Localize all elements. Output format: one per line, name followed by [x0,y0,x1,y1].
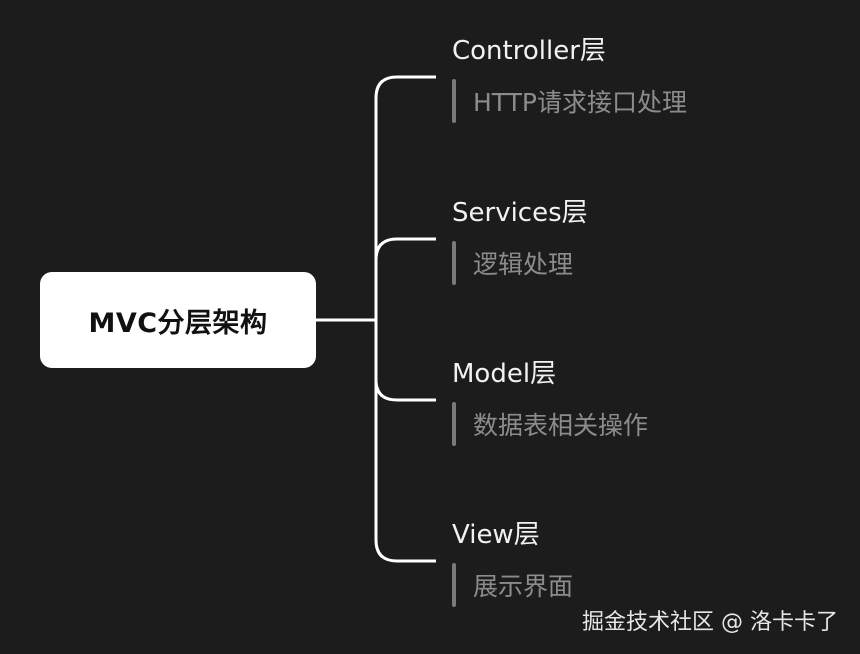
note-bar [452,79,456,123]
branch-connector-controller [374,75,436,320]
branch-title: Model层 [452,359,557,389]
note-text: 数据表相关操作 [473,411,649,440]
branch-note: 数据表相关操作 [452,402,648,446]
branch-connector-model [374,379,436,402]
branch-connector-services [374,237,436,261]
branch-note: 逻辑处理 [452,241,573,285]
watermark: 掘金技术社区 @ 洛卡卡了 [582,610,838,635]
root-node[interactable]: MVC分层架构 [40,272,316,368]
note-bar [452,241,456,285]
note-bar [452,402,456,446]
note-text: 展示界面 [473,572,574,601]
note-text: 逻辑处理 [473,250,574,279]
note-bar [452,563,456,607]
branch-services[interactable]: Services层 逻辑处理 [452,195,832,285]
branch-title: View层 [452,520,540,550]
branch-title: Controller层 [452,36,606,66]
branch-note: HTTP请求接口处理 [452,79,687,123]
branch-controller[interactable]: Controller层 HTTP请求接口处理 [452,33,832,123]
branch-connector-view [374,320,436,563]
root-label: MVC分层架构 [88,307,268,339]
branch-note: 展示界面 [452,563,573,607]
branch-title: Services层 [452,198,588,228]
note-text: HTTP请求接口处理 [473,88,687,117]
branch-model[interactable]: Model层 数据表相关操作 [452,356,832,446]
branch-view[interactable]: View层 展示界面 [452,517,832,607]
